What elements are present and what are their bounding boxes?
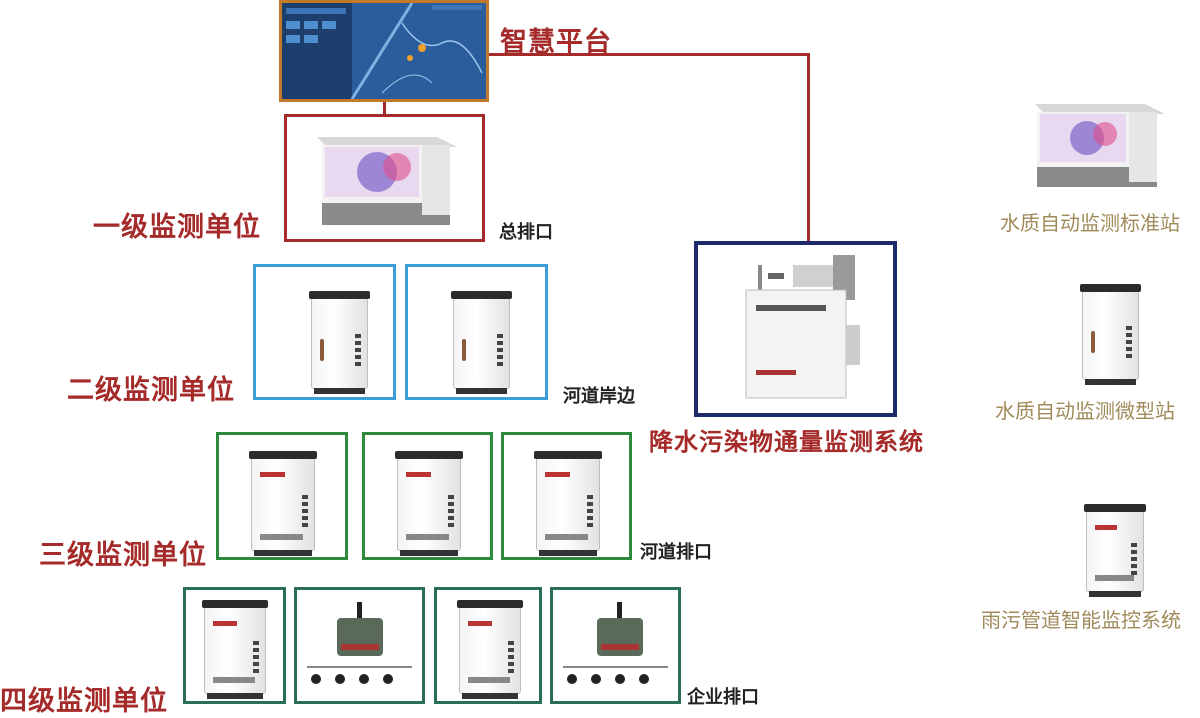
level2-label: 二级监测单位 bbox=[67, 375, 235, 406]
level3-label: 三级监测单位 bbox=[39, 540, 207, 571]
map-graphic bbox=[282, 3, 486, 99]
level4-cabinet bbox=[457, 600, 523, 699]
level3-box-3 bbox=[501, 432, 632, 560]
level4-box-1 bbox=[183, 587, 286, 704]
river-outlet-label: 河道排口 bbox=[640, 542, 712, 563]
level3-cabinet bbox=[249, 451, 317, 556]
level4-box-4 bbox=[550, 587, 681, 704]
platform-screen bbox=[279, 0, 489, 102]
connector-platform-to-level1 bbox=[383, 100, 386, 115]
level4-label: 四级监测单位 bbox=[0, 686, 168, 717]
sensor-bag bbox=[337, 602, 383, 656]
sensor-bag bbox=[597, 602, 643, 656]
enterprise-outlet-label: 企业排口 bbox=[687, 687, 759, 708]
micro-station-cabinet bbox=[451, 291, 512, 394]
level1-label: 一级监测单位 bbox=[93, 212, 261, 243]
level3-cabinet bbox=[395, 451, 463, 556]
flux-monitor-image bbox=[745, 255, 860, 399]
level4-cabinet bbox=[202, 600, 268, 699]
level3-box-1 bbox=[216, 432, 348, 560]
level2-box-1 bbox=[253, 264, 396, 400]
level3-box-2 bbox=[362, 432, 493, 560]
system-box bbox=[694, 241, 897, 417]
level4-box-3 bbox=[434, 587, 542, 704]
level1-box bbox=[284, 114, 485, 242]
legend-micro-station-label: 水质自动监测微型站 bbox=[995, 399, 1175, 423]
level2-box-2 bbox=[405, 264, 548, 400]
legend-sewer-cabinet bbox=[1084, 504, 1146, 597]
legend-sewer-system-label: 雨污管道智能监控系统 bbox=[981, 608, 1181, 632]
legend-standard-station-label: 水质自动监测标准站 bbox=[1000, 211, 1180, 235]
legend-standard-station-image bbox=[1035, 104, 1165, 187]
river-bank-label: 河道岸边 bbox=[563, 386, 635, 407]
system-title: 降水污染物通量监测系统 bbox=[649, 428, 924, 456]
platform-title: 智慧平台 bbox=[500, 27, 612, 58]
level4-box-2 bbox=[294, 587, 425, 704]
standard-station-image bbox=[317, 137, 457, 225]
level3-cabinet bbox=[534, 451, 602, 556]
main-outlet-label: 总排口 bbox=[499, 222, 553, 243]
connector-platform-horizontal bbox=[487, 53, 810, 56]
micro-station-cabinet bbox=[309, 291, 370, 394]
connector-platform-vertical bbox=[807, 53, 810, 243]
legend-micro-station-cabinet bbox=[1080, 284, 1141, 385]
